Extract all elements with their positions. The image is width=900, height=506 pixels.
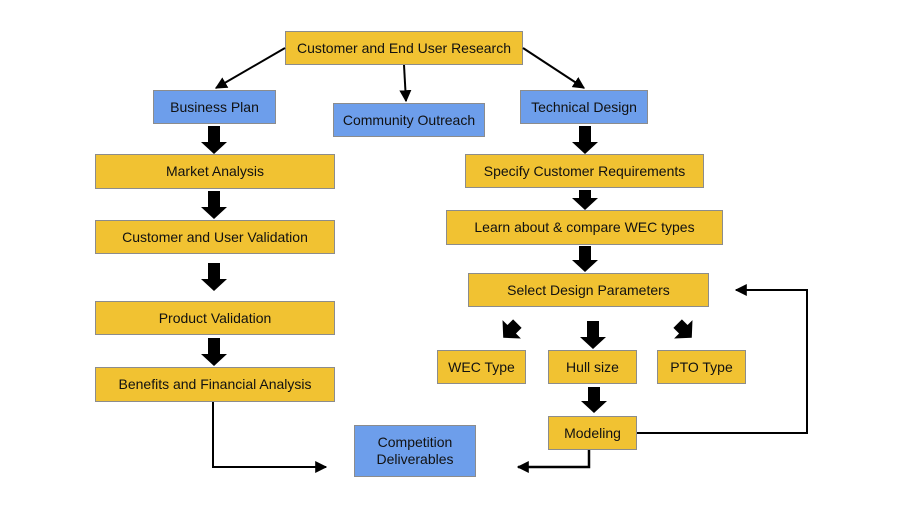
node-pto-type: PTO Type [657,350,746,384]
node-learn-compare-wec-types: Learn about & compare WEC types [446,210,723,245]
node-benefits-financial-analysis: Benefits and Financial Analysis [95,367,335,402]
block-arrow-select-to-pto-type [673,319,693,339]
node-product-validation: Product Validation [95,301,335,335]
arrow-root-to-business-plan [214,47,286,89]
arrow-modeling-feedback-to-select [637,284,808,434]
block-arrow-business-to-market [201,126,227,154]
node-technical-design: Technical Design [520,90,648,124]
node-community-outreach: Community Outreach [333,103,485,137]
node-select-design-parameters: Select Design Parameters [468,273,709,307]
block-arrow-select-to-wec-type [502,319,522,339]
node-customer-end-user-research: Customer and End User Research [285,31,523,65]
block-arrow-specify-to-learn [572,190,598,210]
block-arrow-customer-validation-to-product [201,263,227,291]
block-arrow-product-to-benefits [201,338,227,366]
node-business-plan: Business Plan [153,90,276,124]
arrow-root-to-technical-design [522,47,586,89]
arrow-benefits-to-deliverables [212,402,328,473]
arrow-root-to-community-outreach [399,64,412,103]
node-market-analysis: Market Analysis [95,154,335,189]
node-specify-customer-requirements: Specify Customer Requirements [465,154,704,188]
block-arrow-learn-to-select [572,246,598,272]
node-hull-size: Hull size [548,350,637,384]
node-modeling: Modeling [548,416,637,450]
block-arrow-market-to-customer-validation [201,191,227,219]
block-arrow-select-to-hull-size [580,321,606,349]
node-customer-user-validation: Customer and User Validation [95,220,335,254]
node-wec-type: WEC Type [437,350,526,384]
block-arrow-hull-size-to-modeling [581,387,607,413]
node-competition-deliverables: Competition Deliverables [354,425,476,477]
arrow-modeling-to-deliverables [516,450,591,473]
block-arrow-technical-to-specify [572,126,598,154]
